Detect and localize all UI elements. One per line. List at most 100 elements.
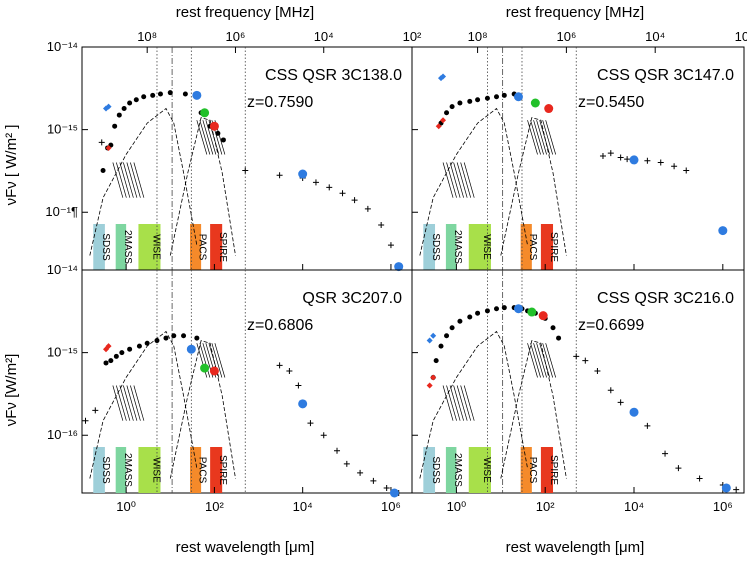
top-tick-label: 10⁶ bbox=[556, 29, 576, 44]
hatch-line bbox=[205, 120, 217, 155]
data-point-plus bbox=[378, 222, 385, 229]
data-point bbox=[186, 344, 196, 354]
data-point-plus bbox=[671, 163, 678, 170]
data-point-diamond bbox=[430, 332, 437, 339]
data-point-diamond bbox=[105, 103, 112, 110]
band-spire-box bbox=[540, 224, 554, 270]
hatch-line bbox=[123, 385, 134, 421]
data-point-plus bbox=[696, 475, 703, 482]
bottom-tick-label: 10² bbox=[205, 499, 224, 514]
panel-redshift: z=0.6806 bbox=[247, 317, 313, 334]
data-point bbox=[629, 155, 639, 165]
hatch-line bbox=[536, 343, 547, 378]
data-point-plus bbox=[383, 484, 390, 491]
model-curve bbox=[169, 340, 236, 479]
hatch-line bbox=[463, 385, 475, 421]
data-point-plus bbox=[573, 353, 580, 360]
data-point bbox=[530, 98, 540, 108]
bottom-axis-title-left: rest wavelength [μm] bbox=[176, 539, 315, 556]
data-point bbox=[444, 333, 450, 339]
data-point-plus bbox=[357, 469, 364, 476]
data-point bbox=[171, 333, 177, 339]
top-axis-title-right: rest frequency [MHz] bbox=[506, 4, 644, 21]
data-point bbox=[298, 399, 308, 409]
bottom-tick-label: 10⁴ bbox=[624, 499, 644, 514]
panel-title: CSS QSR 3C216.0 bbox=[597, 290, 734, 307]
band-sdss-box bbox=[423, 224, 436, 270]
model-curve bbox=[419, 330, 528, 479]
data-point bbox=[501, 92, 507, 98]
panel-title: CSS QSR 3C147.0 bbox=[597, 67, 734, 84]
data-point-diamond bbox=[426, 382, 433, 389]
hatch-line bbox=[449, 385, 461, 421]
data-point-plus bbox=[276, 362, 283, 369]
data-point-plus bbox=[370, 477, 377, 484]
data-point-plus bbox=[276, 172, 283, 179]
data-point bbox=[444, 110, 450, 116]
data-point bbox=[209, 121, 219, 131]
data-point bbox=[200, 108, 210, 118]
hatch-line bbox=[530, 120, 541, 155]
data-point bbox=[220, 137, 226, 143]
data-point-plus bbox=[594, 367, 601, 374]
data-point bbox=[163, 335, 169, 341]
data-point bbox=[127, 100, 133, 106]
data-point bbox=[494, 94, 500, 100]
band-pacs-label: PACS bbox=[527, 234, 538, 261]
data-point bbox=[467, 314, 473, 320]
band-spire-label: SPIRE bbox=[217, 232, 228, 262]
hatch-line bbox=[463, 162, 475, 198]
data-point bbox=[192, 90, 202, 100]
data-point bbox=[112, 123, 118, 129]
data-point-plus bbox=[326, 184, 333, 191]
hatch-line bbox=[442, 162, 454, 198]
data-point-plus bbox=[644, 422, 651, 429]
hatch-line bbox=[456, 385, 468, 421]
hatch-line bbox=[536, 120, 547, 155]
top-tick-label: 10⁴ bbox=[314, 29, 334, 44]
data-point bbox=[629, 407, 639, 417]
hatch-line bbox=[533, 343, 544, 378]
data-point bbox=[157, 91, 163, 97]
data-point-plus bbox=[624, 156, 631, 163]
model-curve bbox=[419, 107, 528, 256]
top-tick-label: 10² bbox=[403, 29, 422, 44]
hatch-line bbox=[446, 385, 457, 421]
data-point bbox=[194, 335, 200, 341]
data-point-diamond bbox=[105, 144, 112, 151]
data-point bbox=[433, 358, 439, 364]
left-tick-label: 10⁻¹⁴ bbox=[47, 262, 78, 277]
hatch-line bbox=[446, 162, 457, 198]
hatch-line bbox=[527, 120, 538, 155]
top-tick-label: 10² bbox=[735, 29, 747, 44]
hatch-line bbox=[542, 343, 554, 378]
data-point bbox=[513, 92, 523, 102]
hatch-line bbox=[545, 343, 557, 378]
data-point-plus bbox=[683, 167, 690, 174]
band-spire-label: SPIRE bbox=[548, 232, 559, 262]
band-pacs-box bbox=[190, 447, 202, 493]
band-sdss-label: SDSS bbox=[100, 456, 111, 484]
data-point-plus bbox=[312, 179, 319, 186]
band-2mass-box bbox=[115, 447, 127, 493]
model-curve bbox=[500, 340, 567, 479]
band-wise-label: WISE bbox=[481, 234, 492, 260]
data-point-plus bbox=[295, 382, 302, 389]
model-curve bbox=[500, 117, 567, 256]
band-sdss-box bbox=[93, 224, 105, 270]
band-wise-box bbox=[138, 447, 161, 493]
data-point-plus bbox=[599, 152, 606, 159]
hatch-line bbox=[123, 162, 134, 198]
data-point bbox=[133, 97, 139, 103]
band-sdss-label: SDSS bbox=[430, 456, 441, 484]
data-point bbox=[394, 262, 404, 272]
data-point bbox=[513, 304, 523, 314]
data-point-diamond bbox=[435, 123, 442, 130]
band-2mass-label: 2MASS bbox=[122, 453, 133, 487]
band-spire-box bbox=[210, 224, 223, 270]
data-point bbox=[449, 104, 455, 110]
hatch-line bbox=[460, 385, 472, 421]
band-wise-box bbox=[468, 224, 491, 270]
panel-redshift: z=0.7590 bbox=[247, 94, 313, 111]
